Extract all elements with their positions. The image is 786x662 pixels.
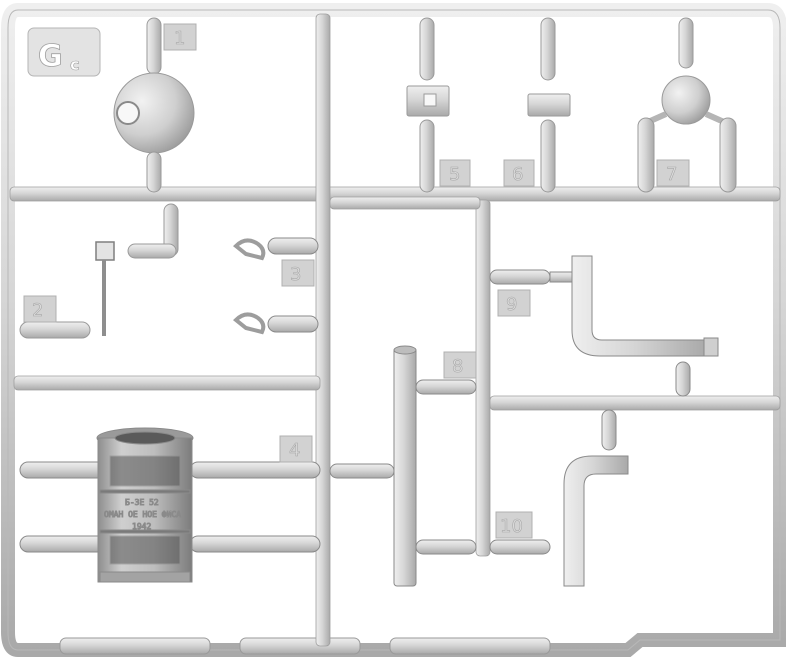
part-number-4: 4 — [289, 440, 300, 461]
part-number-10: 10 — [500, 516, 523, 537]
drum-text-line-3: 1942 — [132, 522, 151, 531]
part-3-clips — [233, 237, 319, 335]
drum-text-line-1: Б-3Е 52 — [125, 498, 159, 507]
tag-9: 9 — [497, 289, 531, 317]
part-10-pipe — [489, 409, 629, 587]
part-8-tube — [329, 345, 477, 587]
part-6-bracket — [527, 17, 571, 193]
part-5-bracket — [406, 17, 450, 193]
sprue-runners — [9, 13, 781, 647]
tag-1: 1 — [163, 23, 197, 51]
part-number-9: 9 — [506, 294, 517, 315]
part-number-7: 7 — [666, 164, 677, 185]
sprue-letter: G — [38, 39, 63, 74]
part-number-1: 1 — [174, 28, 185, 49]
part-number-5: 5 — [449, 164, 460, 185]
tag-5: 5 — [439, 159, 471, 187]
drum-text-line-2: ОМАН ОЕ НОЕ ФИСА — [104, 510, 181, 519]
part-2-rod — [19, 203, 179, 339]
sprue-frame — [1, 3, 786, 657]
part-number-6: 6 — [512, 164, 523, 185]
part-number-8: 8 — [452, 356, 463, 377]
tag-10: 10 — [495, 511, 533, 539]
tag-2: 2 — [23, 295, 57, 323]
tag-8: 8 — [443, 351, 477, 379]
part-number-2: 2 — [32, 300, 43, 321]
tag-7: 7 — [656, 159, 690, 187]
part-number-3: 3 — [290, 264, 301, 285]
part-4-drum: Б-3Е 52 ОМАН ОЕ НОЕ ФИСА 1942 — [19, 427, 321, 583]
sprue-sub-letter: c — [70, 55, 79, 74]
part-7-dome — [637, 17, 737, 193]
part-1-disc — [113, 17, 195, 193]
tag-6: 6 — [503, 159, 535, 187]
sprue-id-plate: G c — [27, 27, 101, 77]
tag-3: 3 — [281, 259, 315, 287]
tag-4: 4 — [279, 435, 313, 463]
part-9-pipe — [489, 255, 719, 397]
